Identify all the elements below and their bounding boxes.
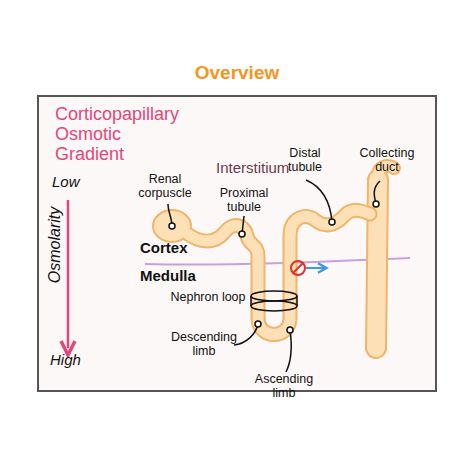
leader-dot: [255, 321, 261, 327]
loop-ring: [250, 296, 252, 306]
collecting-duct: [376, 180, 378, 348]
no-symbol: [293, 263, 303, 273]
leader-line: [306, 180, 332, 222]
title: Overview: [0, 62, 474, 84]
heading: Corticopapillary Osmotic Gradient: [55, 105, 183, 164]
collecting-duct-outline: [376, 180, 378, 348]
part-label: Descending limb: [166, 330, 242, 358]
loop-ring: [251, 301, 297, 311]
part-label: Nephron loop: [168, 290, 248, 304]
tubule: [185, 210, 370, 334]
frame-box: Corticopapillary Osmotic Gradient: [37, 95, 437, 392]
leader-dot: [373, 201, 379, 207]
leader-line: [168, 204, 172, 226]
region-label: Medulla: [140, 268, 220, 285]
no-symbol: [291, 261, 305, 275]
leader-line: [286, 330, 291, 372]
region-label: Cortex: [140, 240, 210, 257]
water-arrow: [306, 267, 324, 269]
loop-ring: [296, 296, 298, 306]
axis-label: High: [50, 352, 100, 369]
leader-line: [234, 324, 258, 345]
axis-label: Low: [52, 174, 102, 191]
leader-dot: [169, 223, 175, 229]
part-label: Ascending limb: [244, 372, 324, 400]
boundary-line: [145, 258, 410, 265]
part-label: Collecting duct: [350, 146, 424, 174]
leader-dot: [287, 327, 293, 333]
leader-line: [374, 181, 380, 204]
renal-corpuscle: [153, 210, 191, 242]
tubule-outline: [185, 210, 370, 334]
leader-line: [242, 216, 244, 234]
part-label: Distal tubule: [274, 146, 336, 174]
part-label: Proximal tubule: [212, 186, 276, 214]
loop-ring: [251, 291, 297, 301]
leader-dot: [239, 231, 245, 237]
axis-label: Osmolarity: [46, 205, 64, 285]
leader-dot: [329, 219, 335, 225]
part-label: Renal corpuscle: [128, 172, 202, 200]
gradient-arrow: [67, 200, 70, 348]
